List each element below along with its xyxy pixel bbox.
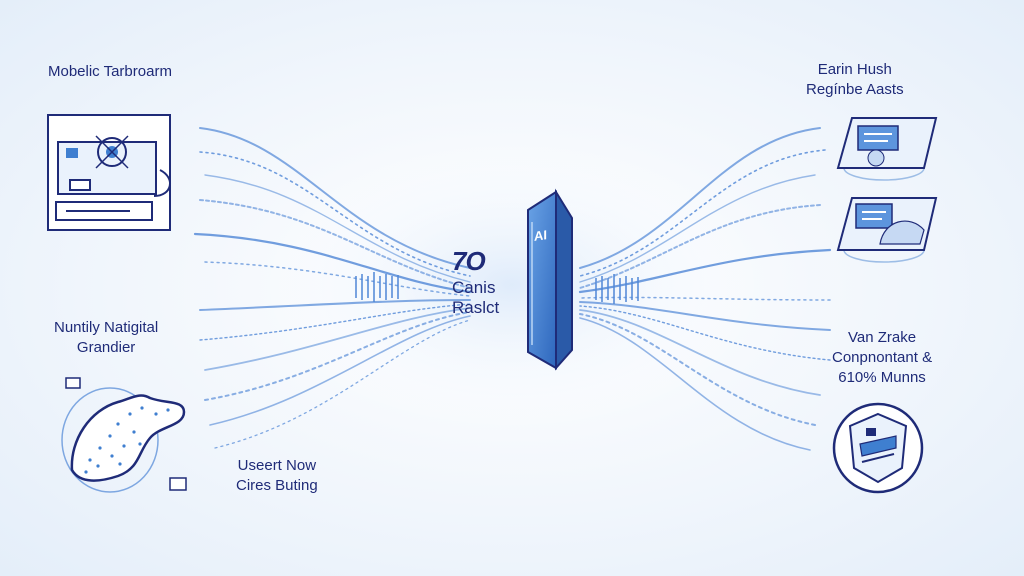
label-top-right-line2: Regínbe Aasts: [806, 81, 904, 98]
computer-workstation-icon: [47, 114, 171, 231]
label-mid-right-line1: Van Zrake: [847, 329, 917, 346]
label-mid-right: Van Zrake Conpnontant & 610% Munns: [832, 328, 932, 388]
document-card-icon-2: [836, 197, 938, 263]
label-bottom-left-line2: Cires Buting: [236, 477, 318, 494]
label-bottom-left-line1: Useert Now: [237, 457, 317, 474]
label-top-left: Mobelic Tarbroarm: [48, 62, 172, 82]
label-bottom-left: Useert Now Cires Buting: [236, 456, 318, 496]
label-mid-right-line2: Conpnontant &: [832, 349, 933, 366]
ai-panel-icon: [527, 188, 573, 371]
panel-tag: AI: [534, 227, 547, 244]
label-mid-right-line3: 610% Munns: [838, 369, 926, 386]
signal-ticks-right: [595, 274, 639, 304]
center-title-line2: Raslct: [452, 298, 500, 317]
label-top-right-line1: Earin Hush: [817, 61, 892, 78]
label-mid-left-line1: Nuntily Natigital: [54, 319, 159, 336]
center-logo: 7O: [452, 246, 486, 276]
left-wave-lines: [193, 127, 472, 449]
document-card-icon: [836, 117, 938, 181]
signal-ticks-left: [355, 272, 399, 302]
brain-map-icon: [61, 377, 187, 493]
label-top-right: Earin Hush Regínbe Aasts: [806, 60, 904, 100]
label-top-left-text: Mobelic Tarbroarm: [48, 63, 172, 80]
shield-emblem-icon: [832, 402, 924, 494]
center-title: Canis Raslct: [452, 278, 499, 318]
center-title-line1: Canis: [452, 278, 496, 297]
label-mid-left-line2: Grandier: [76, 339, 136, 356]
label-mid-left: Nuntily Natigital Grandier: [54, 318, 158, 358]
right-wave-lines: [578, 127, 832, 451]
